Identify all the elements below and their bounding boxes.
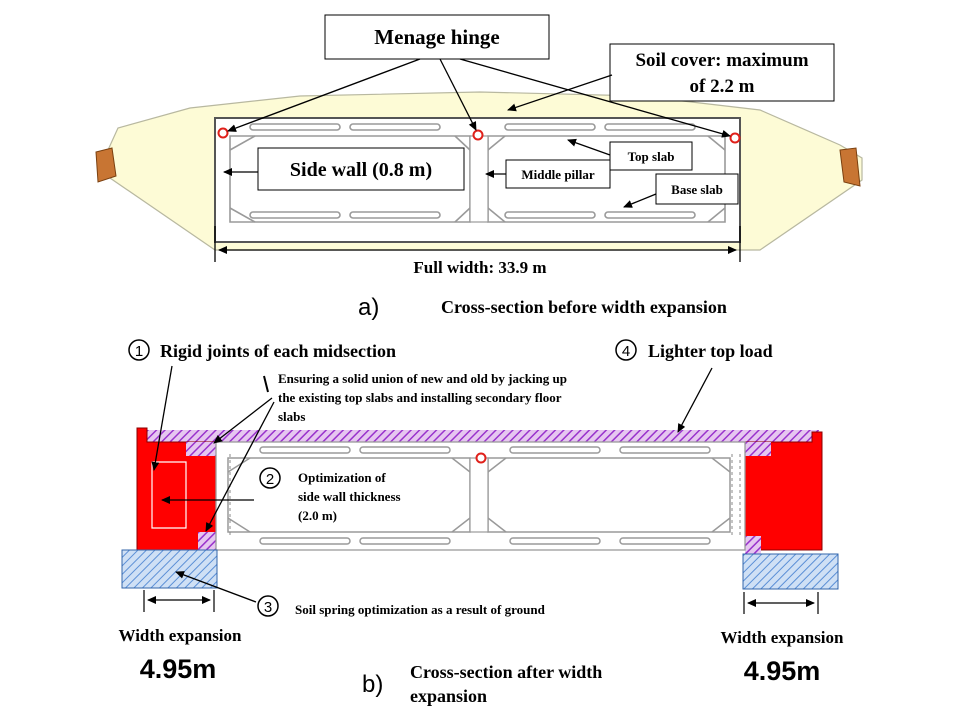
top-load-hatch [147, 430, 819, 442]
item4-label: Lighter top load [648, 341, 773, 361]
diagram-a: Menage hinge Soil cover: maximum of 2.2 … [95, 14, 863, 321]
right-foundation [742, 553, 839, 590]
right-abutment [839, 147, 861, 187]
middle-pillar-label: Middle pillar [521, 167, 595, 182]
joint-bottom-right [745, 536, 761, 554]
item2-number: 2 [266, 471, 274, 488]
middle-pillar-b [469, 457, 489, 533]
caption-a-letter: a) [358, 294, 379, 321]
joint-bottom-left [198, 532, 216, 550]
side-wall-box [257, 147, 465, 191]
width-expansion-right-value: 4.95m [744, 656, 821, 686]
joint-top-right [745, 442, 771, 456]
top-slab-label: Top slab [628, 149, 675, 164]
hinge-middle [472, 129, 484, 141]
full-width-label: Full width: 33.9 m [413, 258, 546, 277]
base-slab-label: Base slab [671, 182, 723, 197]
soil-cover-box [609, 43, 835, 102]
soil-cover-label-line1: Soil cover: maximum [635, 50, 808, 71]
item1-number: 1 [135, 343, 143, 360]
hinge-left [217, 127, 229, 139]
left-abutment [95, 147, 117, 183]
caption-a: Cross-section before width expansion [441, 297, 727, 317]
caption-b-line1: Cross-section after width [410, 662, 602, 682]
width-expansion-left-value: 4.95m [140, 654, 217, 684]
diagram-b: 1 Rigid joints of each midsection 4 Ligh… [119, 339, 845, 706]
soil-cover-label-line2: of 2.2 m [690, 76, 755, 97]
note-line1: Ensuring a solid union of new and old by… [278, 371, 567, 386]
hinge-right [729, 132, 741, 144]
base-slab-box [655, 173, 739, 205]
item1-label: Rigid joints of each midsection [160, 341, 396, 361]
joint-top-left [186, 442, 216, 456]
middle-pillar-shape [469, 135, 489, 223]
menage-hinge-box [324, 14, 550, 60]
width-expansion-left-label: Width expansion [119, 626, 243, 645]
middle-pillar-box [505, 159, 611, 189]
existing-culvert-right-cell [487, 446, 731, 545]
width-expansion-right-label: Width expansion [721, 628, 845, 647]
hinge-middle-b [475, 452, 487, 464]
item4-number: 4 [622, 343, 630, 360]
note-line3: slabs [278, 409, 305, 424]
top-slab-box [609, 141, 693, 171]
menage-hinge-label: Menage hinge [374, 25, 499, 49]
note-line2: the existing top slabs and installing se… [278, 390, 562, 405]
caption-b-letter: b) [362, 671, 383, 698]
side-wall-label: Side wall (0.8 m) [290, 159, 432, 181]
item3-label: Soil spring optimization as a result of … [295, 602, 546, 617]
item2-line3: (2.0 m) [298, 508, 337, 523]
caption-b-line2: expansion [410, 686, 487, 706]
item3-number: 3 [264, 599, 272, 616]
item2-line1: Optimization of [298, 470, 386, 485]
item2-line2: side wall thickness [298, 489, 401, 504]
